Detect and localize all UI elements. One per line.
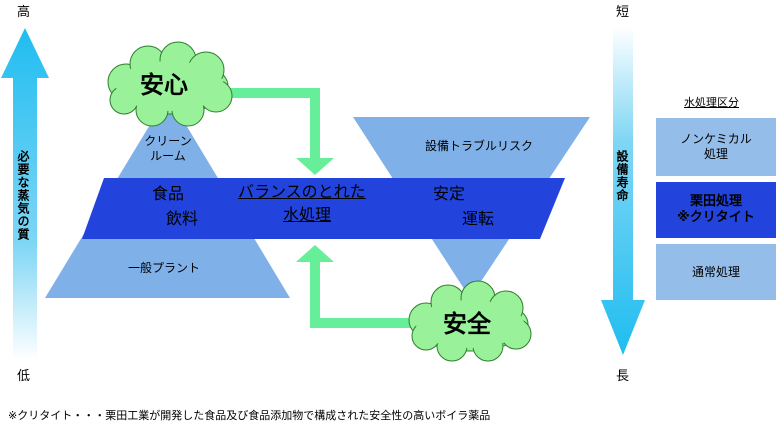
clean-room-line-2: ルーム [150, 149, 186, 163]
band-drink-label: 飲料 [166, 209, 199, 228]
left-axis-bottom-label: 低 [17, 369, 31, 384]
left-axis-top-label: 高 [17, 5, 31, 20]
bottom-connector [296, 245, 421, 328]
legend-item-nonchemical: ノンケミカル 処理 [656, 118, 776, 176]
right-axis-top-label: 短 [616, 5, 630, 20]
general-plant-label: 一般プラント [128, 261, 201, 275]
legend-box-kurita [656, 182, 776, 238]
equipment-trouble-risk-label: 設備トラブルリスク [425, 139, 534, 153]
legend-title: 水処理区分 [684, 96, 739, 109]
legend-item-kurita-line-2: ※クリタイト [677, 210, 755, 225]
band-balanced-label: バランスのとれた [238, 182, 366, 201]
legend-box-normal [656, 244, 776, 300]
right-axis-title: 設備寿命 [615, 150, 629, 202]
footnote: ※クリタイト・・・栗田工業が開発した食品及び食品添加物で構成された安全性の高いボ… [8, 409, 491, 422]
legend-item-nonchemical-line-1: ノンケミカル [680, 132, 752, 146]
right-axis-arrow [601, 26, 645, 355]
legend-item-nonchemical-line-2: 処理 [703, 147, 728, 161]
right-axis-bottom-label: 長 [616, 369, 630, 384]
bottom-cloud [408, 280, 532, 362]
legend-item-normal: 通常処理 [656, 244, 776, 300]
center-band [82, 178, 565, 239]
legend-item-kurita-line-1: 栗田処理 [689, 193, 742, 209]
left-axis-title: 必要な蒸気の質 [16, 150, 30, 241]
clean-room-label: クリーン ルーム [128, 134, 208, 164]
top-cloud-label: 安心 [140, 71, 188, 99]
band-water-treatment-label: 水処理 [283, 205, 332, 224]
legend-box-nonchemical [656, 118, 776, 176]
top-connector [230, 88, 334, 175]
bottom-cloud-label: 安全 [443, 310, 491, 338]
band-operation-label: 運転 [462, 209, 495, 228]
band-food-label: 食品 [152, 184, 185, 203]
band-stable-label: 安定 [433, 184, 466, 203]
clean-room-line-1: クリーン [144, 134, 192, 148]
top-cloud [107, 41, 233, 127]
left-axis-arrow [1, 28, 49, 360]
legend-item-normal-line-1: 通常処理 [691, 264, 740, 279]
legend-item-kurita: 栗田処理 ※クリタイト [656, 182, 776, 238]
